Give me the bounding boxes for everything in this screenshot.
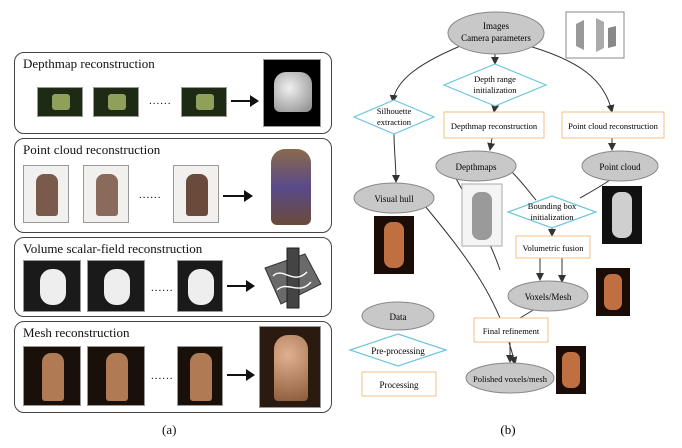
arrow-right [227,369,255,381]
legend-preprocessing-swatch [348,333,448,367]
volumetric-fusion-label: Volumetric fusion [523,243,585,253]
depthmaps-node [435,150,517,182]
mesh-result [259,326,321,408]
bounding-box-label-1: Bounding box [528,201,577,211]
mesh-row-title: Mesh reconstruction [23,325,130,340]
pointcloud-recon-node [561,111,665,139]
images-node-label-2: Camera parameters [461,33,531,43]
silhouette-label-2: extraction [377,117,412,127]
images-node [447,11,545,55]
input-thumb [23,260,81,312]
visual-hull-figure [384,222,404,268]
ellipsis: ...... [139,189,162,201]
ellipsis: ...... [151,282,174,294]
volume-result [259,246,327,312]
depthmap-recon-node [443,111,545,139]
voxels-mesh-label: Voxels/Mesh [525,292,572,302]
bounding-box-node [506,195,598,229]
legend-preprocessing-label: Pre-processing [371,346,425,356]
volume-slices-graphic [264,247,322,309]
arrow-right [231,95,259,107]
depthmaps-figure [472,192,492,240]
input-thumb [93,87,139,117]
silhouette-label-1: Silhouette [377,106,412,116]
volumetric-fusion-node [515,235,591,259]
point-cloud-result [257,145,325,229]
arrow-right [223,190,253,202]
input-thumb [181,87,227,117]
input-thumb [177,260,223,312]
depth-range-label-2: initialization [474,85,518,95]
point-cloud-row-title: Point cloud reconstruction [23,142,161,157]
point-cloud-label: Point cloud [599,162,641,172]
silhouette-node [352,99,436,135]
legend-processing-label: Processing [380,380,419,390]
point-cloud-node [581,150,659,182]
point-cloud-row: Point cloud reconstruction ...... [14,138,332,233]
caption-b: (b) [500,422,515,437]
visual-hull-label: Visual hull [374,194,414,204]
volume-row-title: Volume scalar-field reconstruction [23,241,203,256]
input-thumb [83,165,129,223]
depthmap-row-title: Depthmap reconstruction [23,56,155,71]
depthmaps-label: Depthmaps [456,162,497,172]
mesh-row: Mesh reconstruction ...... [14,321,332,413]
polished-node [465,362,555,394]
depthmap-row: Depthmap reconstruction ...... [14,52,332,134]
legend: Data Pre-processing Processing [348,301,448,397]
input-thumb [23,346,81,406]
pointcloud-recon-label: Point cloud reconstruction [568,121,658,131]
input-thumb [87,260,145,312]
polished-label: Polished voxels/mesh [473,374,548,384]
visual-hull-node [353,182,435,214]
legend-data-swatch [361,301,435,331]
input-thumb [173,165,219,223]
final-refinement-label: Final refinement [483,326,540,336]
final-refinement-node [473,317,549,343]
input-thumb [23,165,69,223]
images-node-label-1: Images [483,21,509,31]
bounding-box-label-2: initialization [531,212,575,222]
ellipsis: ...... [151,370,174,382]
voxels-mesh-node [507,280,589,312]
depthmap-recon-label: Depthmap reconstruction [451,121,538,131]
input-thumb [37,87,83,117]
depth-range-label-1: Depth range [474,74,516,84]
ellipsis: ...... [149,95,172,107]
voxels-mesh-figure [604,274,622,310]
input-thumb [177,346,223,406]
volume-row: Volume scalar-field reconstruction .....… [14,237,332,317]
depthmap-result [263,59,321,127]
input-thumb [87,346,145,406]
polished-figure [562,352,580,388]
point-cloud-figure [612,192,632,238]
arrow-right [227,280,255,292]
legend-processing-swatch [361,371,437,397]
legend-data-label: Data [390,312,407,322]
camera-setup-thumbnail [565,11,625,59]
caption-a: (a) [162,422,177,437]
depth-range-node [442,63,548,107]
